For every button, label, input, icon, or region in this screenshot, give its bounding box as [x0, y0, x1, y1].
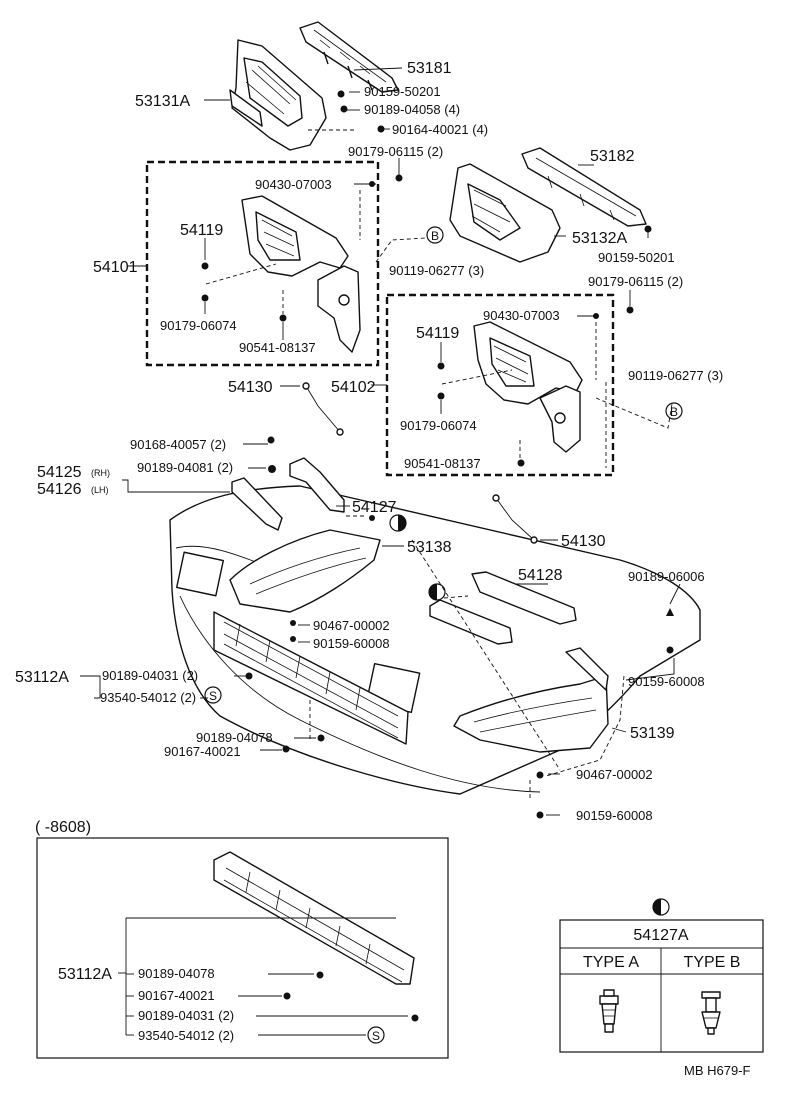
fastener-icons — [201, 90, 674, 819]
part-53139-drawing — [453, 647, 609, 753]
clip-type-b-icon — [701, 991, 721, 1035]
part-number-label: 93540-54012 (2) — [100, 690, 196, 705]
type-table-title: 54127A — [633, 927, 688, 944]
type-table: 54127A TYPE A TYPE B — [559, 898, 764, 1053]
inset-frame — [36, 837, 449, 1059]
s-marker-label: S — [209, 689, 217, 703]
part-54101-drawing — [241, 195, 361, 353]
part-number-label: 90167-40021 — [138, 988, 215, 1003]
part-number-label: 90179-06074 — [400, 418, 477, 433]
part-number-label: 90179-06115 (2) — [588, 274, 683, 289]
part-number-label: 90189-04078 — [138, 966, 215, 981]
s-marker-icon — [204, 686, 222, 704]
part-number-label: 53132A — [572, 230, 627, 247]
part-number-label: 90189-06006 — [628, 569, 705, 584]
part-number-label: 90189-04031 (2) — [138, 1008, 234, 1023]
part-number-label: 53182 — [590, 148, 635, 165]
type-a-header: TYPE A — [583, 954, 639, 971]
part-number-label: 53139 — [630, 725, 675, 742]
part-number-label: 90189-04058 (4) — [364, 102, 460, 117]
part-number-label: 54126 — [37, 481, 82, 498]
half-circle-marker-icon — [428, 583, 446, 601]
grille-drawing — [213, 611, 409, 745]
part-number-label: 90179-06115 (2) — [348, 144, 443, 159]
side-label: (RH) — [91, 468, 110, 478]
part-number-label: 90168-40057 (2) — [130, 437, 226, 452]
part-number-label: 90467-00002 — [313, 618, 390, 633]
part-54127-drawing — [289, 457, 345, 513]
b-marker-icon — [426, 226, 444, 244]
inset-range-label: ( -8608) — [35, 819, 91, 836]
part-number-label: 54102 — [331, 379, 376, 396]
leader-lines — [80, 67, 681, 816]
screw-icon — [283, 992, 291, 1000]
type-b-header: TYPE B — [684, 954, 741, 971]
clip-type-a-icon — [599, 989, 619, 1033]
part-number-label: 54101 — [93, 259, 138, 276]
b-marker-label: B — [431, 229, 439, 243]
part-53138-drawing — [229, 529, 381, 613]
part-number-label: 90189-04081 (2) — [137, 460, 233, 475]
part-53131A-drawing — [229, 39, 327, 151]
part-number-label: 54119 — [416, 325, 459, 342]
part-number-label: 90167-40021 — [164, 744, 241, 759]
part-number-label: 54125 — [37, 464, 82, 481]
part-53181-drawing — [299, 21, 399, 93]
part-number-label: 90189-04031 (2) — [102, 668, 198, 683]
part-number-label: 90159-60008 — [313, 636, 390, 651]
part-number-label: 90430-07003 — [255, 177, 332, 192]
part-number-label: 90164-40021 (4) — [392, 122, 488, 137]
group-box-54101 — [145, 160, 380, 367]
part-number-label: 54127 — [352, 499, 397, 516]
part-number-label: 90541-08137 — [404, 456, 481, 471]
part-54102-drawing — [473, 321, 583, 453]
part-number-label: 90119-06277 (3) — [628, 368, 723, 383]
part-number-label: 90189-04078 — [196, 730, 273, 745]
part-number-label: 54128 — [518, 567, 563, 584]
part-53182-drawing — [521, 147, 647, 227]
part-number-label: 90159-50201 — [364, 84, 441, 99]
part-number-label: 90430-07003 — [483, 308, 560, 323]
diagram-code: MB H679-F — [684, 1063, 751, 1078]
part-number-label: 54130 — [561, 533, 606, 550]
clip-icon — [411, 1014, 419, 1022]
half-circle-marker-icon — [652, 898, 670, 916]
part-54125-drawing — [231, 477, 283, 531]
part-number-label: 53131A — [135, 93, 190, 110]
part-number-label: 53112A — [15, 669, 69, 686]
part-number-label: 93540-54012 (2) — [138, 1028, 234, 1043]
part-54128-drawing — [429, 571, 577, 645]
part-number-label: 90541-08137 — [239, 340, 316, 355]
part-number-label: 53112A — [58, 966, 112, 983]
bolt-icon — [316, 971, 324, 979]
part-54130-cables — [302, 382, 538, 544]
part-number-label: 54130 — [228, 379, 273, 396]
inset-leader-lines — [118, 917, 408, 1036]
side-label: (LH) — [91, 485, 109, 495]
half-circle-marker-icon — [389, 514, 407, 532]
part-number-label: 54119 — [180, 222, 223, 239]
b-marker-label: B — [670, 405, 678, 419]
part-number-label: 90119-06277 (3) — [389, 263, 484, 278]
part-53132A-drawing — [449, 163, 561, 263]
part-number-label: 90159-60008 — [628, 674, 705, 689]
part-number-label: 53138 — [407, 539, 452, 556]
part-number-label: 90159-50201 — [598, 250, 675, 265]
part-number-label: 90179-06074 — [160, 318, 237, 333]
part-number-label: 53181 — [407, 60, 452, 77]
part-number-label: 90159-60008 — [576, 808, 653, 823]
s-marker-label: S — [372, 1029, 380, 1043]
s-marker-icon — [367, 1026, 385, 1044]
part-number-label: 90467-00002 — [576, 767, 653, 782]
